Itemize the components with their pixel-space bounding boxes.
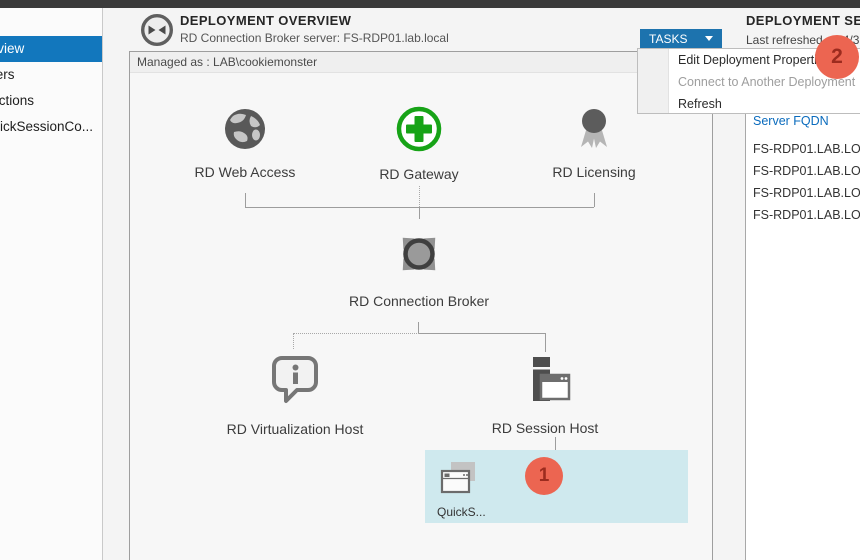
connector-gateway-dotted (419, 186, 420, 207)
managed-as-bar: Managed as : LAB\cookiemonster (130, 52, 712, 73)
node-label: RD Session Host (491, 420, 599, 436)
overview-header: DEPLOYMENT OVERVIEW RD Connection Broker… (180, 13, 449, 45)
overview-subtitle: RD Connection Broker server: FS-RDP01.la… (180, 31, 449, 45)
annotation-badge-1: 1 (525, 457, 563, 495)
rds-sidebar: Overview Servers Collections QuickSessio… (0, 8, 103, 560)
column-header-server-fqdn[interactable]: Server FQDN (753, 114, 829, 128)
servers-panel-title: DEPLOYMENT SERVERS (746, 13, 860, 28)
server-window-icon (519, 355, 571, 412)
node-rd-web-access[interactable]: RD Web Access (165, 107, 325, 180)
deployment-diagram-panel: Managed as : LAB\cookiemonster (129, 51, 713, 560)
collection-label: QuickS... (437, 505, 486, 519)
menu-icon-gutter (638, 49, 669, 113)
deployment-overview-icon (140, 13, 174, 47)
table-row[interactable]: FS-RDP01.LAB.LOCAL (753, 208, 860, 222)
node-label: RD Connection Broker (348, 293, 490, 309)
sidebar-item-servers[interactable]: Servers (0, 67, 15, 82)
node-label: RD Gateway (379, 166, 459, 182)
broker-arrows-icon (393, 228, 445, 285)
connector-bottom-horizontal-dotted (293, 333, 419, 334)
menu-item-edit-deployment-properties[interactable]: Edit Deployment Properties (678, 53, 831, 67)
connector-stub-sessionhost (545, 333, 546, 352)
node-label: RD Licensing (552, 164, 636, 180)
table-row[interactable]: FS-RDP01.LAB.LOCAL (753, 164, 860, 178)
connector-to-collection (555, 437, 556, 450)
connector-stub-licensing (594, 193, 595, 207)
sidebar-item-overview[interactable]: Overview (0, 36, 102, 62)
node-rd-gateway[interactable]: RD Gateway (339, 105, 499, 182)
tasks-menu: Edit Deployment Properties Connect to An… (637, 48, 860, 114)
connector-stub-virtualization-dotted (293, 333, 294, 349)
globe-icon (223, 107, 267, 156)
sidebar-item-quicksessioncollection[interactable]: QuickSessionCo... (0, 119, 94, 134)
connector-to-broker (419, 207, 420, 219)
node-label: RD Virtualization Host (226, 421, 364, 437)
menu-item-connect-to-another-deployment: Connect to Another Deployment (678, 75, 856, 89)
connector-broker-down (418, 322, 419, 333)
connector-stub-webaccess (245, 193, 246, 207)
table-row[interactable]: FS-RDP01.LAB.LOCAL (753, 186, 860, 200)
servers-panel-header: DEPLOYMENT SERVERS (746, 13, 860, 28)
servers-table: Server FQDN FS-RDP01.LAB.LOCAL FS-RDP01.… (745, 108, 860, 560)
sidebar-item-collections[interactable]: Collections (0, 93, 35, 108)
menu-item-refresh[interactable]: Refresh (678, 97, 722, 111)
ribbon-award-icon (572, 107, 616, 156)
connector-bottom-horizontal (419, 333, 545, 334)
node-rd-session-host[interactable]: RD Session Host (465, 355, 625, 436)
chevron-down-icon (705, 36, 713, 41)
deployment-diagram: RD Web Access RD Gateway (130, 73, 712, 560)
annotation-badge-2: 2 (815, 35, 859, 79)
tasks-button[interactable]: TASKS (640, 29, 722, 48)
info-bubble-icon (266, 350, 324, 413)
node-rd-licensing[interactable]: RD Licensing (514, 107, 674, 180)
tasks-button-label: TASKS (649, 31, 688, 46)
node-rd-connection-broker[interactable]: RD Connection Broker (339, 228, 499, 309)
overview-title: DEPLOYMENT OVERVIEW (180, 13, 352, 28)
node-label: RD Web Access (194, 164, 296, 180)
node-rd-virtualization-host[interactable]: RD Virtualization Host (215, 350, 375, 437)
table-row[interactable]: FS-RDP01.LAB.LOCAL (753, 142, 860, 156)
green-plus-icon (395, 105, 443, 158)
windows-stack-icon (437, 459, 479, 502)
window-top-bar (0, 0, 860, 8)
